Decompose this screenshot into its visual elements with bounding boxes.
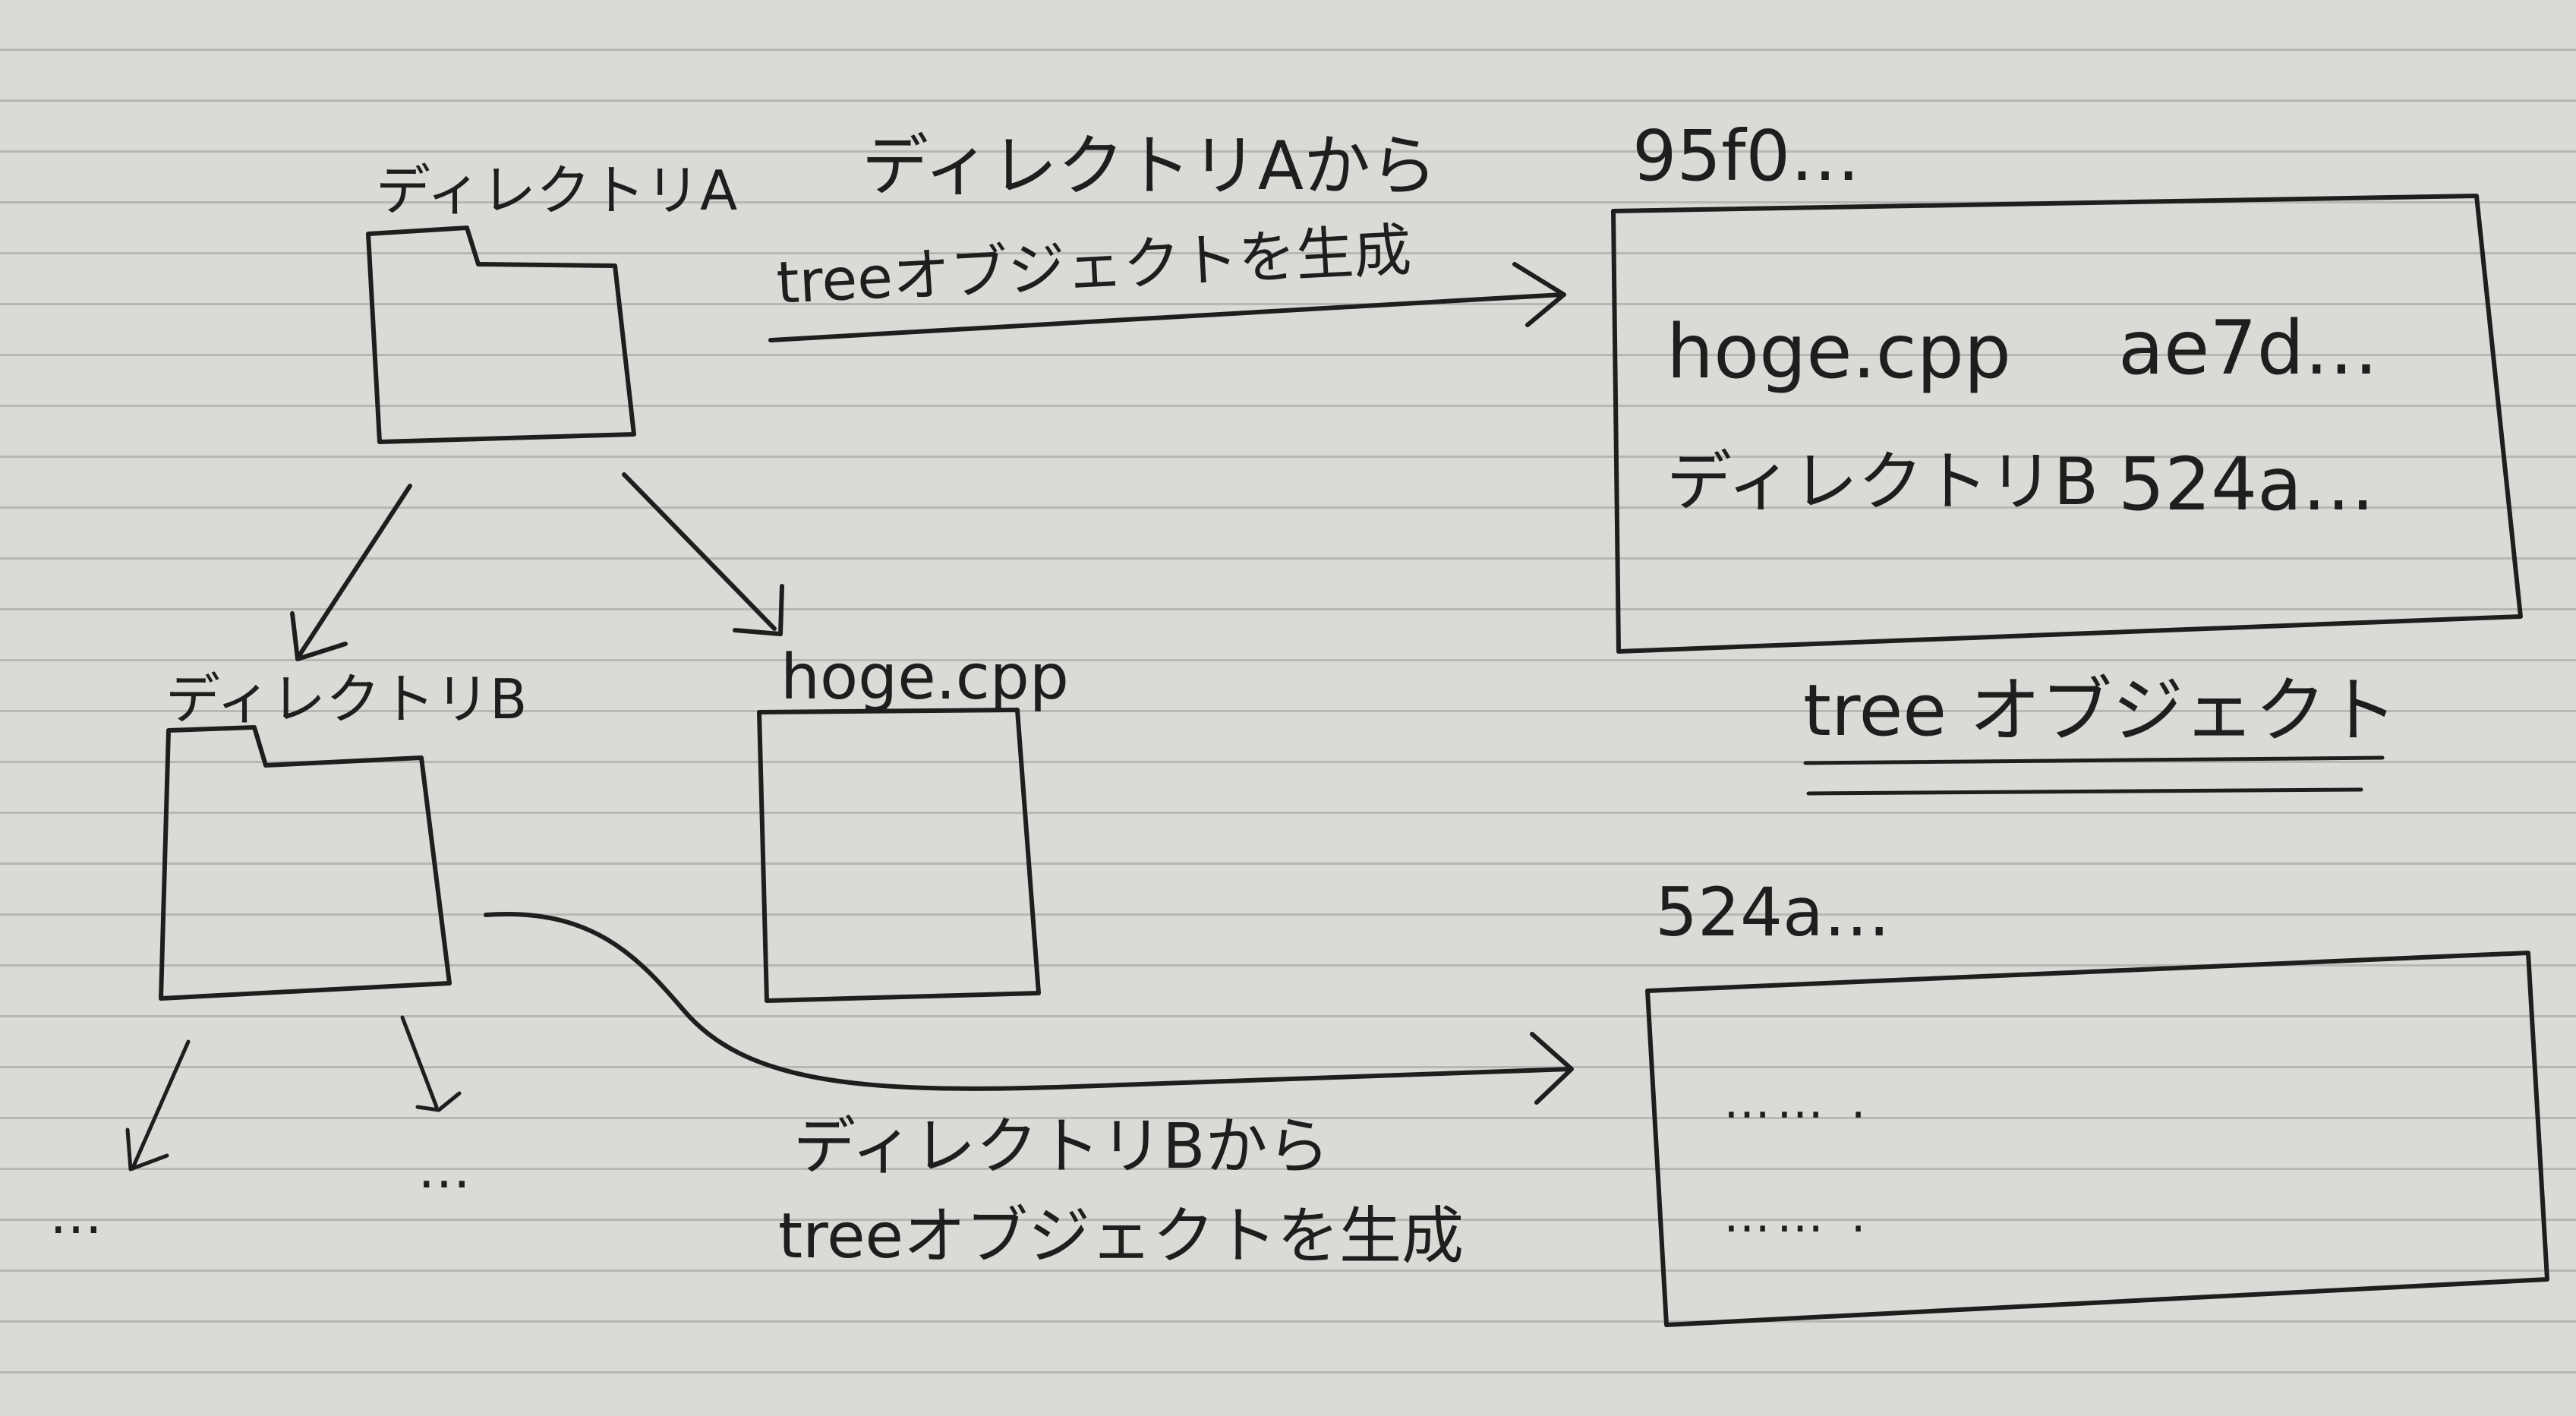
top-arrow-caption-line1: ディレクトリAから (862, 127, 1438, 205)
legend-underline-1 (1803, 755, 2385, 765)
tree-object-1-hash: 95f0… (1632, 115, 1860, 197)
tree-object-2-entry-2-placeholder: …… . (1723, 1187, 1872, 1243)
arrow-dir-b-child-right (400, 1015, 462, 1112)
tree-object-2-hash: 524a… (1655, 873, 1890, 951)
folder-icon-dir-b (159, 725, 452, 1001)
folder-icon-dir-a (366, 225, 636, 444)
file-icon-hoge (757, 708, 1041, 1003)
dir-b-child-left-ellipsis: … (49, 1184, 102, 1246)
arrow-dir-a-to-dir-b (290, 484, 412, 661)
bottom-arrow-caption-line1: ディレクトリBから (793, 1111, 1330, 1183)
dir-b-child-right-ellipsis: … (418, 1138, 471, 1200)
arrow-dir-a-to-hoge (622, 472, 784, 636)
tree-object-1-entry-1-name: hoge.cpp (1666, 309, 2012, 396)
arrow-generate-tree-a (768, 262, 1566, 342)
bottom-arrow-caption-line2: treeオブジェクトを生成 (778, 1200, 1464, 1273)
tree-object-1-entry-2-name: ディレクトリB (1666, 444, 2098, 520)
tree-object-1-entry-1-hash: ae7d… (2118, 305, 2379, 392)
tree-object-1-entry-2-hash: 524a… (2118, 442, 2376, 527)
legend-underline-2 (1806, 787, 2363, 796)
dir-a-label: ディレクトリA (376, 159, 738, 222)
tree-object-legend-label: tree オブジェクト (1803, 670, 2398, 752)
arrow-dir-b-child-left (125, 1039, 191, 1172)
hoge-cpp-label: hoge.cpp (780, 642, 1069, 714)
arrow-generate-tree-b (484, 912, 1574, 1105)
tree-object-2-entry-1-placeholder: …… . (1723, 1074, 1872, 1129)
tree-object-box-2 (1645, 951, 2549, 1327)
dir-b-label: ディレクトリB (166, 667, 528, 731)
tree-object-box-1 (1611, 194, 2523, 654)
